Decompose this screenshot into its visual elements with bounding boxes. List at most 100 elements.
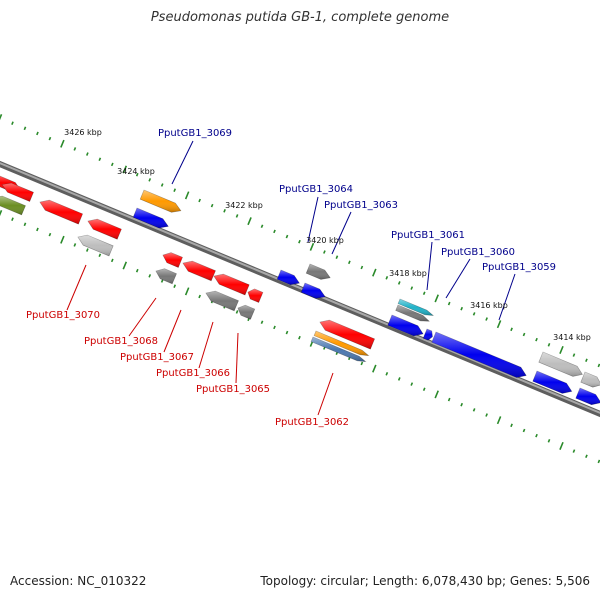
gene-arrow-shading	[77, 235, 114, 256]
scale-tick	[11, 217, 14, 221]
callout-line	[235, 332, 239, 384]
scale-tick	[184, 287, 190, 296]
gene-arrow-shading	[532, 371, 572, 394]
scale-tick	[597, 363, 600, 368]
gene-arrow-shading	[87, 219, 122, 240]
scale-tick	[36, 227, 39, 232]
scale-tick	[36, 131, 39, 136]
scale-tick	[385, 276, 389, 280]
gene-arrow-shading	[237, 305, 255, 320]
gene-label: PputGB1_3070	[26, 310, 100, 321]
gene-label: PputGB1_3068	[84, 336, 158, 347]
scale-tick	[522, 428, 526, 433]
gene-arrow-shading	[575, 388, 600, 405]
scale-tick	[559, 441, 564, 450]
scale-tick	[173, 188, 177, 192]
callout-line	[307, 196, 319, 243]
gene-callouts: PputGB1_3069PputGB1_3064PputGB1_3063Pput…	[26, 128, 556, 428]
gene-arrow-shading	[247, 288, 263, 303]
scale-tick	[559, 345, 564, 354]
callout-line	[445, 258, 471, 299]
scale-label: 3420 kbp	[306, 236, 344, 245]
gene-arrow-shading	[319, 320, 375, 350]
scale-tick	[60, 235, 65, 244]
scale-tick	[122, 261, 128, 270]
scale-tick	[585, 358, 588, 363]
scale-tick	[198, 294, 201, 299]
callout-line	[198, 321, 214, 369]
scale-tick	[472, 408, 476, 412]
scale-tick	[11, 121, 14, 125]
scale-tick	[148, 274, 152, 278]
gene-arrow-shading	[162, 252, 183, 268]
gene-arrow-shading	[2, 183, 34, 202]
scale-tick	[434, 294, 439, 303]
scale-tick	[460, 306, 464, 311]
gene-arrow-shading	[306, 264, 331, 280]
gene-label: PputGB1_3063	[324, 200, 398, 211]
callout-line	[66, 264, 87, 311]
gene-arrow-shading	[0, 196, 26, 215]
scale-tick	[110, 162, 114, 167]
gene-label: PputGB1_3066	[156, 368, 230, 379]
gene-label: PputGB1_3069	[158, 128, 232, 139]
scale-tick	[48, 232, 52, 237]
gene-label: PputGB1_3061	[391, 230, 465, 241]
gene-arrow-shading	[133, 208, 169, 228]
gene-features	[0, 175, 600, 406]
scale-tick	[260, 224, 264, 229]
scale-tick	[85, 248, 89, 252]
scale-tick	[23, 126, 27, 131]
scale-tick	[309, 242, 315, 251]
scale-tick	[135, 268, 139, 273]
gene-arrow-shading	[301, 283, 326, 299]
accession-text: Accession: NC_010322	[10, 574, 147, 588]
gene-arrow-shading	[277, 270, 300, 285]
scale-tick	[135, 172, 139, 177]
scale-tick	[298, 239, 301, 244]
gene-label: PputGB1_3067	[120, 352, 194, 363]
genome-summary-text: Topology: circular; Length: 6,078,430 bp…	[260, 574, 590, 588]
scale-tick	[184, 191, 190, 200]
scale-tick	[360, 361, 364, 366]
scale-tick	[198, 198, 201, 203]
callout-line	[426, 241, 433, 291]
scale-tick	[210, 203, 214, 208]
scale-tick	[60, 139, 65, 148]
callout-line	[163, 309, 182, 353]
scale-tick	[472, 312, 476, 316]
gene-arrow-shading	[39, 200, 83, 225]
scale-tick	[48, 136, 52, 141]
scale-tick	[85, 152, 89, 156]
scale-tick	[397, 377, 401, 381]
gene-label: PputGB1_3062	[275, 417, 349, 428]
genome-backbone	[0, 160, 600, 418]
scale-tick	[73, 147, 77, 151]
callout-line	[317, 372, 334, 416]
scale-tick	[572, 449, 576, 453]
scale-tick	[460, 402, 464, 407]
gene-arrow-shading	[395, 305, 430, 322]
gene-label: PputGB1_3059	[482, 262, 556, 273]
scale-tick	[422, 387, 426, 392]
scale-tick	[496, 416, 502, 425]
scale-tick	[160, 183, 164, 187]
gene-arrow-shading	[182, 261, 216, 281]
scale-tick	[485, 317, 488, 321]
callout-line	[171, 140, 194, 185]
scale-tick	[285, 234, 289, 239]
scale-label: 3414 kbp	[553, 333, 591, 342]
scale-tick	[260, 320, 264, 325]
scale-tick	[148, 178, 152, 182]
gene-arrow-shading	[205, 291, 239, 311]
gene-arrow-shading	[387, 315, 424, 336]
scale-tick	[98, 157, 102, 162]
scale-tick	[510, 327, 513, 332]
scale-tick	[522, 332, 526, 337]
scale-tick	[372, 268, 377, 277]
scale-tick	[585, 454, 588, 459]
scale-tick	[160, 279, 164, 283]
scale-tick	[335, 255, 339, 259]
page-title: Pseudomonas putida GB-1, complete genome	[150, 10, 450, 25]
